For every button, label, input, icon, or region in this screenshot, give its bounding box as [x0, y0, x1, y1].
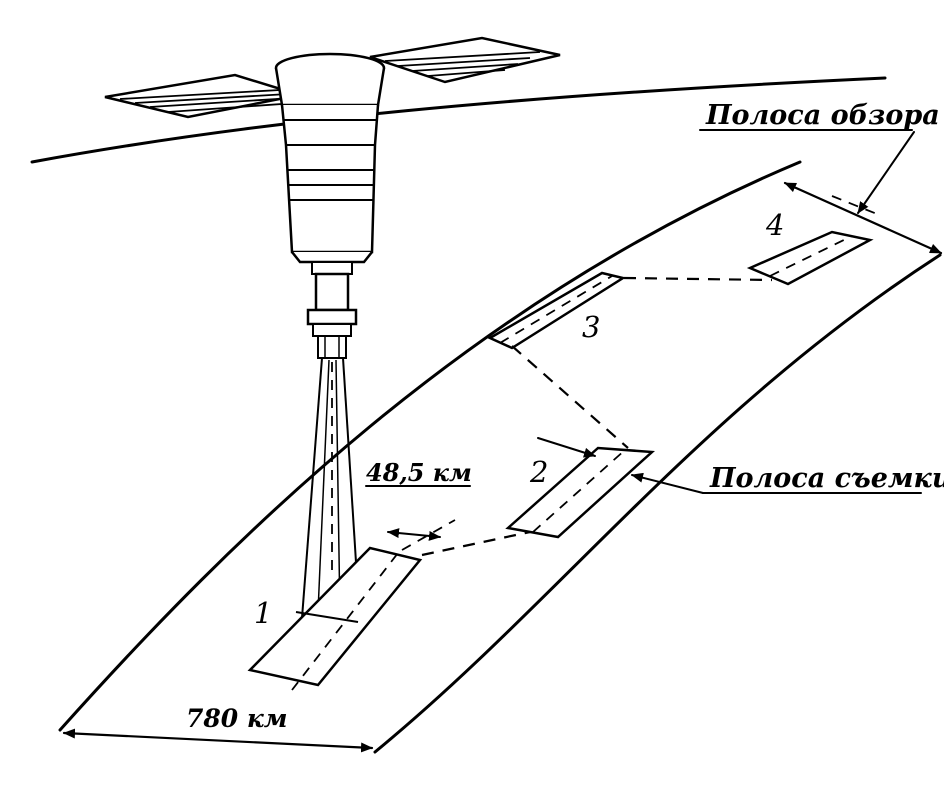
frame-path-3-4: [623, 276, 773, 282]
survey-band-right-edge: [373, 253, 942, 754]
survey-band-left-edge: [58, 160, 802, 732]
frame-path-1-2: [421, 530, 531, 557]
survey-band-callout-leader: [857, 131, 915, 214]
solar-panel-left: [104, 73, 301, 119]
swath-width-arrow: [387, 528, 441, 541]
frame-2: [505, 446, 656, 539]
survey-band-width-arrow: [783, 181, 943, 255]
satellite: [274, 52, 386, 359]
frame-number-3: 3: [582, 310, 600, 344]
frame-1: [247, 519, 456, 691]
shooting-band-callout-leader: [631, 472, 704, 494]
frame-path-2-3: [511, 345, 629, 449]
frame-3: [487, 271, 627, 350]
frame-number-4: 4: [765, 208, 784, 242]
shooting-band-arrow: [537, 437, 596, 458]
survey-band-label: Полоса обзора: [705, 100, 940, 131]
solar-panel-right: [369, 36, 561, 84]
frame-number-2: 2: [529, 455, 548, 489]
survey-width-label: 780 км: [186, 704, 288, 733]
survey-width-arrow: [62, 728, 374, 753]
shooting-band-label: Полоса съемки: [709, 463, 944, 494]
swath-width-label: 48,5 км: [366, 458, 472, 487]
survey-band-centerline: [831, 195, 883, 217]
frame-number-1: 1: [254, 596, 272, 630]
horizon-line: [30, 76, 887, 164]
